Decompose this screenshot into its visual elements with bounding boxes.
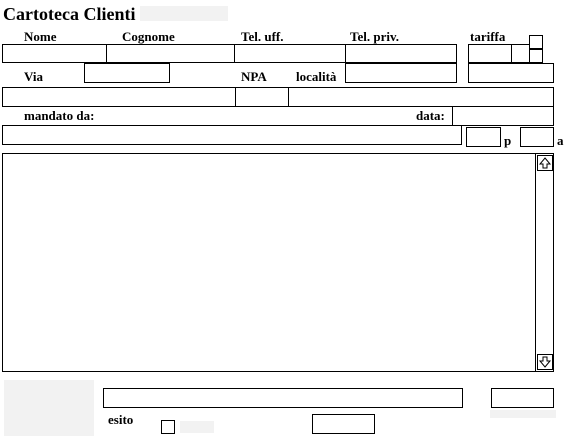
localita-field-top[interactable] (345, 63, 457, 83)
npa-field[interactable] (235, 87, 289, 107)
note-scrollbar[interactable] (535, 154, 553, 371)
via-field[interactable] (84, 63, 170, 83)
tariffa-field-2[interactable] (511, 44, 530, 63)
label-nome: Nome (24, 29, 57, 44)
note-textarea[interactable] (2, 153, 554, 372)
label-esito: esito (108, 412, 134, 427)
bottom-right-button[interactable] (491, 388, 554, 408)
bottom-left-shadow (4, 380, 94, 436)
label-tel-uff: Tel. uff. (241, 29, 284, 44)
label-tariffa: tariffa (470, 29, 506, 44)
tel-priv-field[interactable] (345, 44, 457, 63)
p-field[interactable] (466, 127, 501, 147)
arrow-down-icon[interactable] (537, 354, 553, 370)
label-p: p (504, 133, 512, 148)
mandato-da-field[interactable] (2, 125, 462, 145)
tariffa-field-1[interactable] (468, 44, 512, 63)
nome-field[interactable] (2, 44, 107, 63)
title-shadow (140, 6, 228, 21)
a-field[interactable] (520, 127, 554, 147)
button-shadow (490, 410, 556, 418)
label-data: data: (416, 108, 445, 123)
esito-checkbox-shadow (180, 421, 214, 433)
esito-checkbox[interactable] (161, 420, 175, 434)
bottom-text-field[interactable] (103, 388, 463, 408)
label-via: Via (24, 69, 44, 84)
window-title: Cartoteca Clienti (3, 4, 136, 24)
header-checkbox-1[interactable] (529, 35, 543, 49)
header-checkbox-2[interactable] (529, 49, 543, 63)
label-a: a (557, 133, 564, 148)
label-cognome: Cognome (122, 29, 175, 44)
cognome-field[interactable] (106, 44, 235, 63)
label-tel-priv: Tel. priv. (350, 29, 400, 44)
esito-field[interactable] (312, 414, 375, 434)
indirizzo-field[interactable] (2, 87, 236, 107)
label-localita: località (296, 69, 337, 84)
data-field[interactable] (452, 106, 554, 126)
label-mandato-da: mandato da: (24, 108, 95, 123)
label-npa: NPA (241, 69, 267, 84)
localita-field[interactable] (288, 87, 554, 107)
arrow-up-icon[interactable] (537, 155, 553, 171)
header-extra-field[interactable] (468, 63, 554, 83)
tel-uff-field[interactable] (234, 44, 346, 63)
